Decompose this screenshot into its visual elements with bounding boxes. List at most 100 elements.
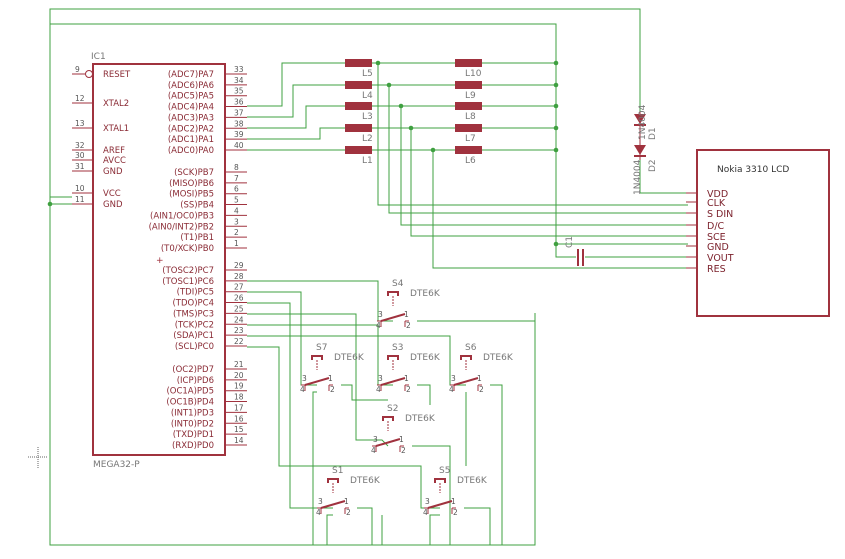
lcd-pin-name: SCE [707,232,726,243]
mcu-pin-number: 11 [75,195,85,204]
mcu-pin-name: (OC2)PD7 [172,365,214,375]
resistor-icon [345,124,372,132]
switch-contact-icon [453,377,479,386]
switch-pin-number: 3 [378,310,383,319]
mcu-pin-number: 31 [75,162,85,171]
mcu-pin-number: 28 [234,272,244,281]
diode-d2-label: D2 [648,159,658,172]
mcu-pin-number: 2 [234,228,239,237]
mcu-pin-name: (TOSC1)PC6 [162,277,214,287]
resistor-icon [455,124,482,132]
switch-pin-number: 2 [479,385,484,394]
mcu-pin-number: 32 [75,141,85,150]
mcu-pin-name: (SCK)PB7 [174,168,214,178]
plus-marker: + [156,256,164,266]
diode-d2-part-label: 1N4004 [638,104,648,140]
resistor-label: L5 [362,69,373,79]
mcu-pin-name: VCC [103,189,121,199]
mcu-pin-number: 6 [234,185,239,194]
mcu-pin-number: 18 [234,393,244,402]
mcu-pin-name: (AIN0/INT2)PB2 [149,222,214,232]
switch-pin-number: 1 [477,374,482,383]
mcu-ic1: IC1 MEGA32-P 9RESET12XTAL213XTAL132AREF3… [72,52,247,470]
mcu-pin-name: XTAL2 [103,99,129,109]
resistor-icon [455,146,482,154]
diode-d1-part-label: 1N4004 [633,159,643,195]
wire-gnd-top [50,23,557,244]
mcu-pin-number: 4 [234,206,239,215]
resistor-label: L1 [362,156,373,166]
mcu-pin-number: 29 [234,261,244,270]
switch-pin-number: 3 [378,374,383,383]
mcu-pin-name: (MISO)PB6 [169,179,214,189]
resistor-label: L7 [465,134,476,144]
mcu-pin-number: 16 [234,414,244,423]
mcu-pin-number: 36 [234,98,244,107]
mcu-pin-number: 17 [234,403,244,412]
mcu-pin-number: 13 [75,119,85,128]
resistor-label: L3 [362,112,373,122]
switch-contact-icon [380,377,406,386]
mcu-pin-number: 14 [234,436,244,445]
mcu-pin-name: AREF [103,146,125,156]
diode-d2-icon [634,145,646,155]
switch-pin-number: 4 [449,385,454,394]
mcu-pin-name: (TOSC2)PC7 [162,266,214,276]
mcu-pin-number: 25 [234,304,244,313]
mcu-pin-name: (ADC3)PA3 [168,113,214,123]
switch-pin-number: 4 [376,385,381,394]
switch-part: DTE6K [334,353,365,363]
resistor-icon [455,59,482,67]
mcu-pin-name: (ADC2)PA2 [168,124,214,134]
mcu-pin-name: (T1)PB1 [180,233,214,243]
mcu-pin-name: (RXD)PD0 [172,441,214,451]
switch-part: DTE6K [483,353,514,363]
mcu-part: MEGA32-P [93,460,140,470]
switch-pin-number: 1 [404,374,409,383]
mcu-pin-name: (TDI)PC5 [177,288,214,298]
lcd-title: Nokia 3310 LCD [717,165,789,175]
mcu-pin-number: 19 [234,382,244,391]
mcu-pin-number: 30 [75,151,85,160]
mcu-pin-number: 15 [234,425,244,434]
mcu-pin-number: 8 [234,163,239,172]
mcu-pin-number: 37 [234,108,244,117]
mcu-pin-name: RESET [103,70,131,80]
mcu-pin-name: (INT0)PD2 [171,419,214,429]
switch-pin-number: 1 [328,374,333,383]
switch-actuator [387,355,399,360]
switch-pin-number: 4 [423,508,428,517]
mcu-pin-name: GND [103,167,123,177]
switch-actuator [327,478,339,483]
switch-part: DTE6K [457,476,488,486]
mcu-pin-number: 23 [234,326,244,335]
lcd-pin-name: VOUT [707,253,734,264]
mcu-pin-number: 3 [234,217,239,226]
diode-d1-icon [634,114,646,124]
resistor-icon [455,81,482,89]
resistor-label: L2 [362,134,373,144]
switch-pin-number: 4 [371,446,376,455]
mcu-pin-name: (ADC4)PA4 [168,103,214,113]
mcu-pin-number: 33 [234,65,244,74]
switch-pin-number: 2 [346,508,351,517]
mcu-pin-name: (SS)PB4 [180,201,214,211]
mcu-pin-number: 21 [234,360,244,369]
mcu-pin-name: (ADC5)PA5 [168,92,214,102]
mcu-pin-number: 34 [234,76,244,85]
mcu-pin-name: (ADC7)PA7 [168,70,214,80]
lcd-pin-name: GND [707,242,729,253]
mcu-pin-name: (ICP)PD6 [177,376,214,386]
mcu-pin-number: 7 [234,174,239,183]
diode-d1-label: D1 [648,127,658,140]
resistor-label: L10 [465,69,482,79]
switch-actuator [460,355,472,360]
lcd-pin-name: CLK [707,198,726,209]
switch-pin-number: 2 [330,385,335,394]
